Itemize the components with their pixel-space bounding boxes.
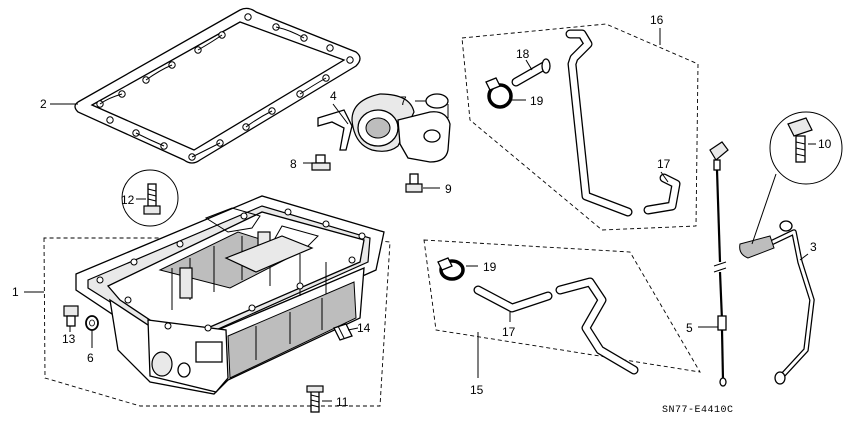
flange-bolt-9[interactable]: [405, 173, 423, 193]
hose-18[interactable]: [511, 58, 551, 87]
oil-strainer[interactable]: [317, 93, 451, 163]
dipstick[interactable]: [709, 141, 729, 387]
flange-bolt-10[interactable]: [787, 117, 813, 163]
callout-9: 9: [445, 182, 452, 196]
callout-11: 11: [336, 395, 349, 409]
callout-15: 15: [470, 383, 484, 397]
callout-7: 7: [400, 94, 407, 108]
callout-16: 16: [650, 13, 664, 27]
hose-17-upper[interactable]: [643, 173, 681, 215]
washer[interactable]: [85, 315, 99, 331]
drain-bolt[interactable]: [63, 305, 79, 327]
callout-2: 2: [40, 97, 47, 111]
hose-clamp-upper[interactable]: [485, 77, 513, 109]
hose-group-15-frame: [423, 239, 701, 373]
flange-bolt-8[interactable]: [311, 154, 331, 171]
oil-pan[interactable]: [75, 195, 385, 395]
bent-hose[interactable]: [555, 277, 639, 375]
o-ring[interactable]: [425, 93, 449, 109]
flange-bolt-11[interactable]: [306, 385, 324, 413]
pan-gasket[interactable]: [74, 7, 361, 164]
flange-bolt-12[interactable]: [143, 183, 161, 215]
callout-12: 12: [121, 193, 135, 207]
hose-17-lower[interactable]: [473, 285, 553, 313]
callout-18: 18: [516, 47, 530, 61]
callout-14: 14: [357, 321, 371, 335]
diagram-code: SN77-E4410C: [662, 405, 734, 416]
callout-19-lower: 19: [483, 260, 497, 274]
callout-1: 1: [12, 285, 19, 299]
dipstick-tube[interactable]: [739, 220, 815, 385]
callout-8: 8: [290, 157, 297, 171]
dowel-pin[interactable]: [333, 323, 353, 341]
callout-3: 3: [810, 240, 817, 254]
callout-19-upper: 19: [530, 94, 544, 108]
callout-5: 5: [686, 321, 693, 335]
oil-pan-group-frame: [43, 237, 391, 407]
callout-6: 6: [87, 351, 94, 365]
detail-circle-10: [769, 111, 843, 185]
callout-13: 13: [62, 332, 76, 346]
callout-4: 4: [330, 89, 337, 103]
detail-circle-12: [121, 169, 179, 227]
callout-17-lower: 17: [502, 325, 516, 339]
hose-clamp-lower[interactable]: [437, 257, 465, 281]
hose-group-16-frame: [461, 23, 699, 231]
callout-10: 10: [818, 137, 832, 151]
breather-pipe[interactable]: [565, 29, 633, 217]
callout-17-upper: 17: [657, 157, 671, 171]
